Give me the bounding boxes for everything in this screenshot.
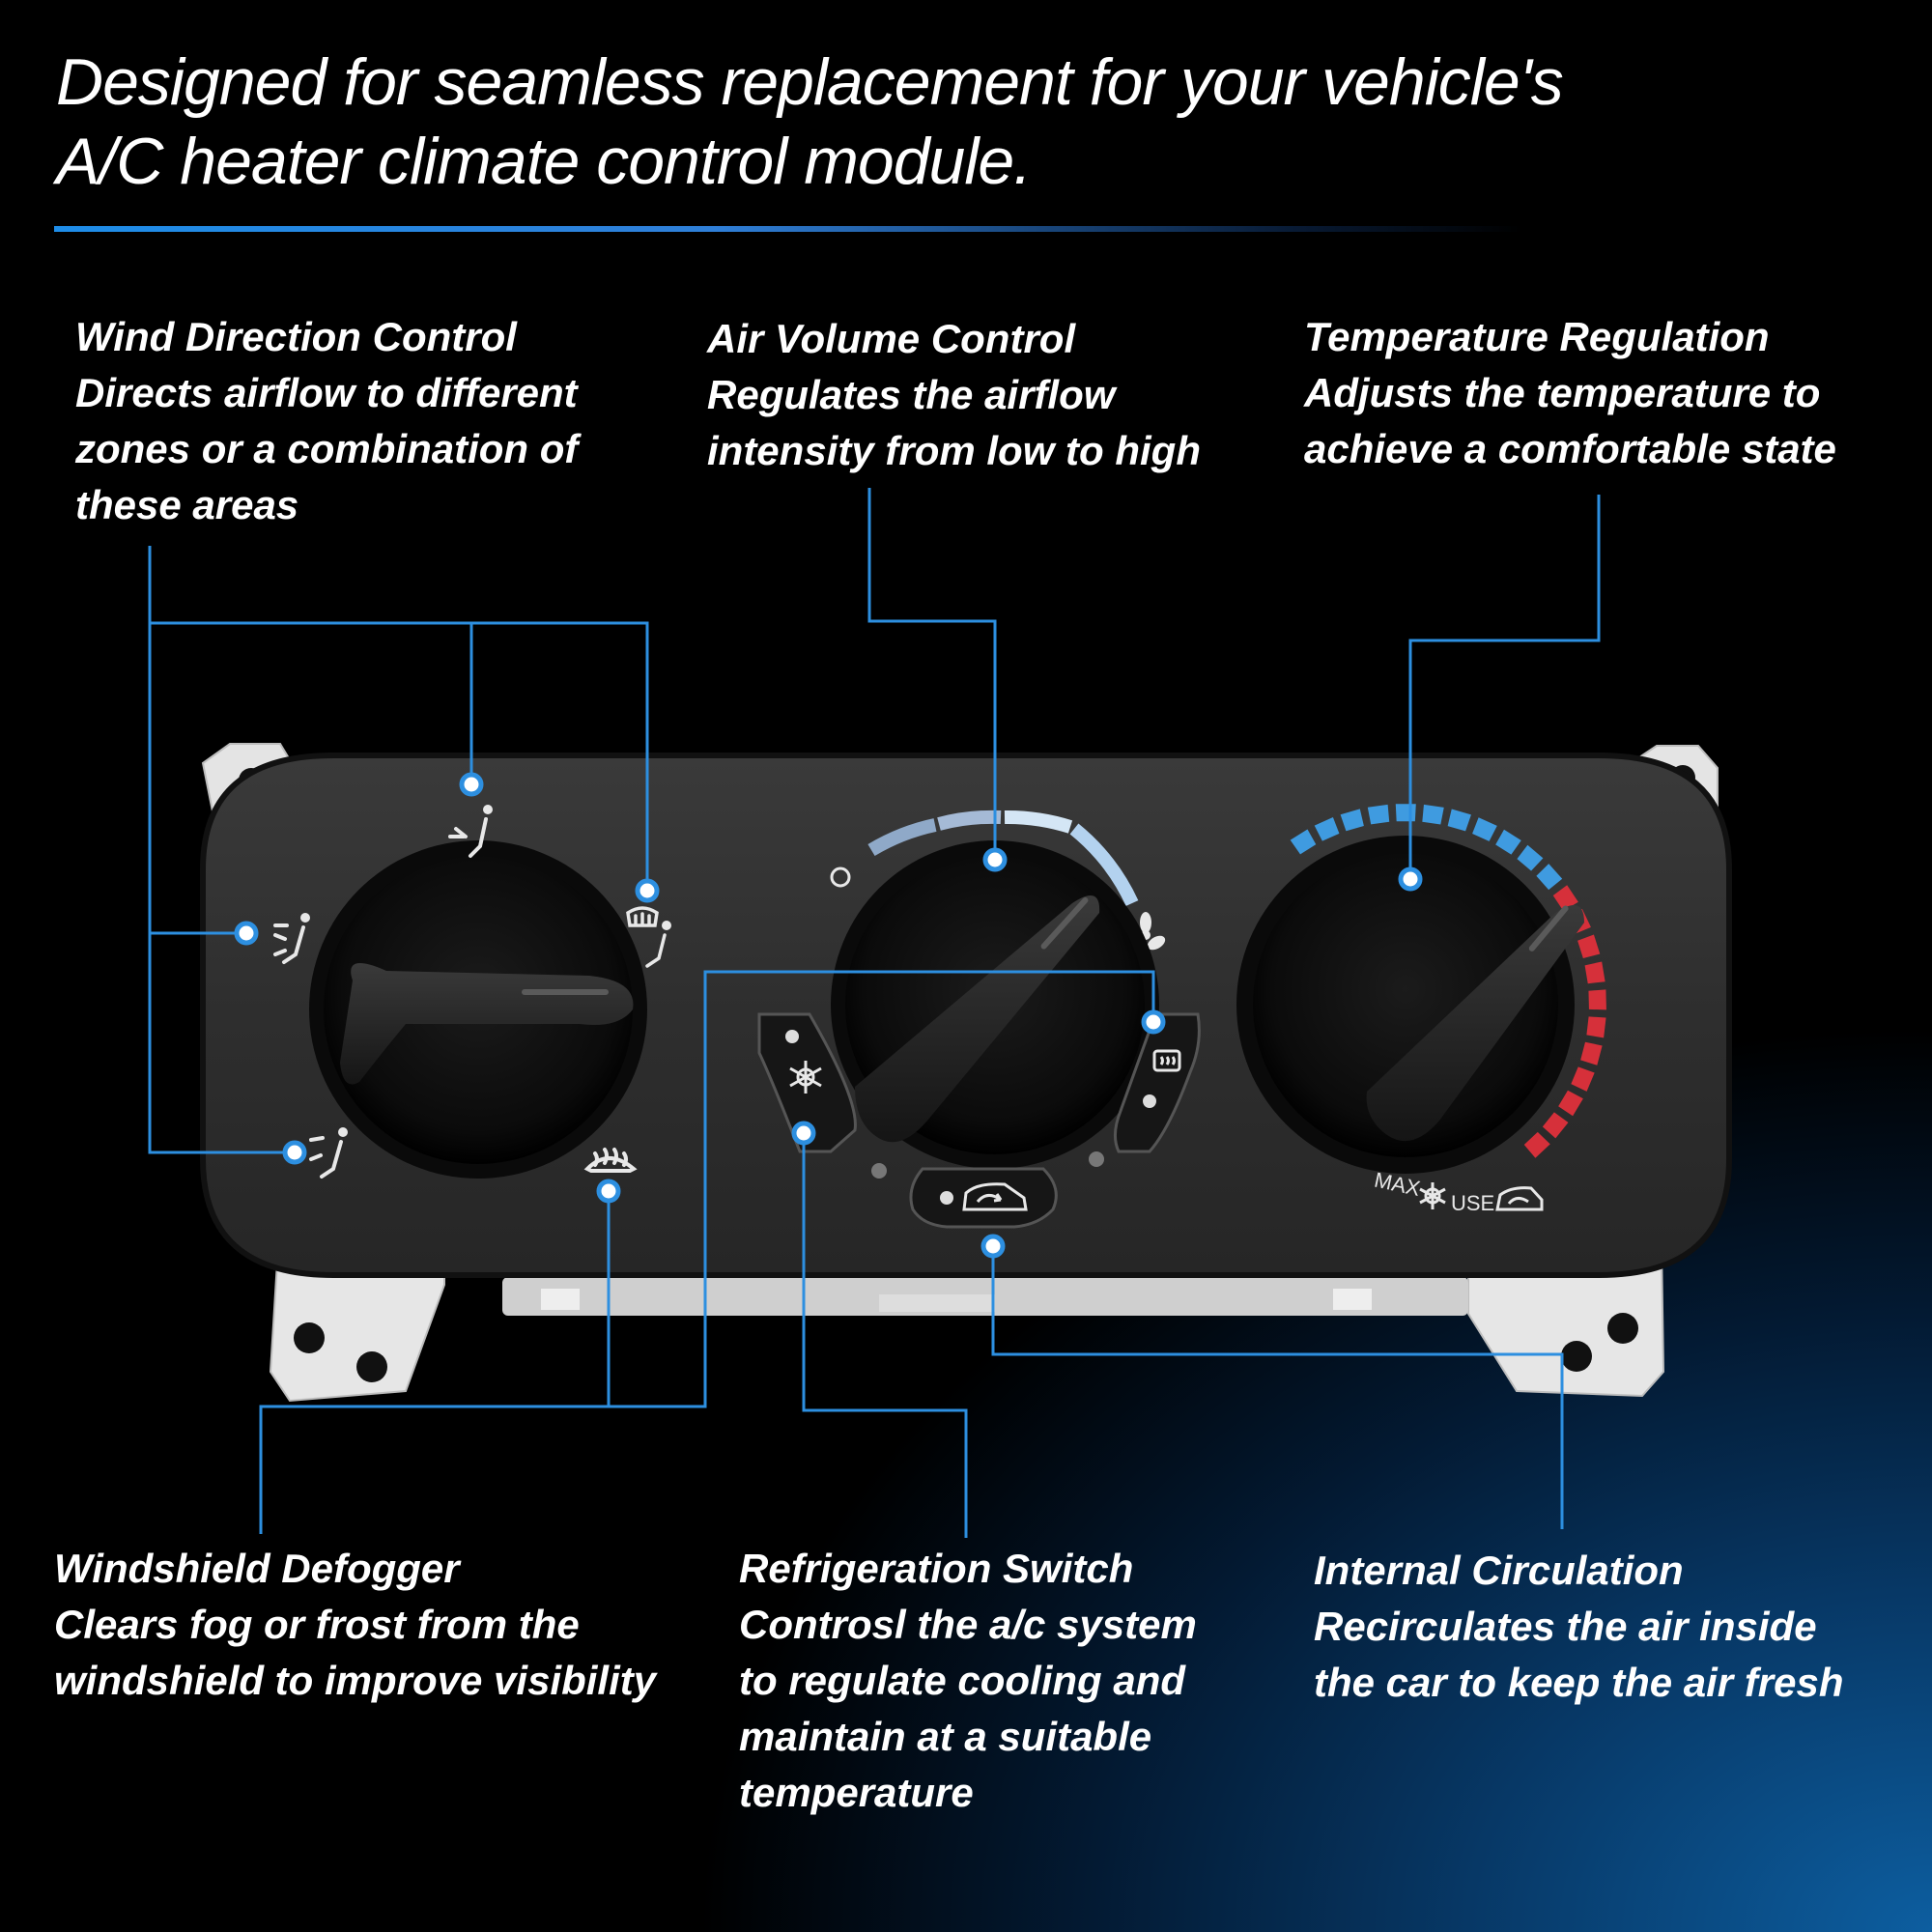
callout-line: achieve a comfortable state	[1304, 426, 1836, 471]
indicator-dot-left	[871, 1163, 887, 1179]
callout-title: Temperature Regulation	[1304, 314, 1770, 359]
temperature-segment-cold	[1536, 864, 1563, 891]
defrost-feet-vent-icon	[626, 906, 671, 968]
temperature-segment-cold	[1290, 829, 1317, 855]
callout-refrigeration-switch: Refrigeration Switch Controsl the a/c sy…	[739, 1541, 1197, 1821]
temperature-segment-hot	[1523, 1131, 1550, 1158]
recirculation-icon	[962, 1182, 1028, 1211]
callout-air-volume: Air Volume Control Regulates the airflow…	[707, 311, 1201, 479]
callout-title: Windshield Defogger	[54, 1546, 460, 1591]
windshield-defrost-icon	[583, 1148, 638, 1173]
callout-title: Air Volume Control	[707, 316, 1076, 361]
max-snowflake-icon	[1419, 1182, 1446, 1209]
temperature-segment-hot	[1586, 1016, 1606, 1038]
temperature-scale	[1290, 804, 1606, 1158]
temperature-segment-hot	[1588, 989, 1606, 1010]
callout-line: Clears fog or frost from the	[54, 1602, 580, 1647]
temperature-knob[interactable]	[1236, 836, 1584, 1174]
temperature-segment-cold	[1422, 804, 1444, 825]
callout-line: to regulate cooling and	[739, 1658, 1186, 1703]
callout-line: intensity from low to high	[707, 428, 1201, 473]
callout-title: Internal Circulation	[1314, 1548, 1684, 1593]
air-volume-knob[interactable]	[831, 840, 1159, 1169]
temperature-segment-hot	[1571, 1066, 1595, 1092]
headline-line-2: A/C heater climate control module.	[56, 125, 1032, 198]
callout-line: Recirculates the air inside	[1314, 1604, 1817, 1649]
callout-line: windshield to improve visibility	[54, 1658, 657, 1703]
temperature-segment-hot	[1542, 1112, 1569, 1139]
temperature-segment-cold	[1395, 804, 1416, 822]
temperature-segment-hot	[1577, 934, 1601, 959]
rear-defrost-button[interactable]	[1114, 1012, 1201, 1153]
callout-line: Regulates the airflow	[707, 372, 1116, 417]
callout-internal-circulation: Internal Circulation Recirculates the ai…	[1314, 1543, 1844, 1711]
headline-line-1: Designed for seamless replacement for yo…	[56, 45, 1564, 119]
temperature-segment-cold	[1495, 829, 1521, 855]
recirculation-button[interactable]	[909, 1167, 1058, 1229]
callout-title: Wind Direction Control	[75, 314, 517, 359]
temperature-segment-cold	[1367, 804, 1390, 825]
temperature-segment-hot	[1558, 1090, 1583, 1117]
temperature-segment-cold	[1472, 817, 1497, 841]
fan-speed-scale	[867, 810, 1139, 907]
callout-line: zones or a combination of	[75, 426, 579, 471]
fan-off-mark	[830, 867, 851, 888]
callout-line: the car to keep the air fresh	[1314, 1660, 1844, 1705]
rear-defrost-icon	[1152, 1049, 1181, 1072]
temperature-segment-hot	[1580, 1041, 1603, 1065]
face-feet-vent-icon	[273, 913, 310, 964]
use-label: USE	[1451, 1191, 1494, 1215]
feet-vent-icon	[309, 1127, 348, 1179]
headline: Designed for seamless replacement for yo…	[56, 43, 1891, 201]
temperature-segment-cold	[1517, 844, 1544, 871]
callout-wind-direction: Wind Direction Control Directs airflow t…	[75, 309, 578, 533]
callout-line: Adjusts the temperature to	[1304, 370, 1821, 415]
callout-temperature: Temperature Regulation Adjusts the tempe…	[1304, 309, 1836, 477]
callout-line: temperature	[739, 1770, 974, 1815]
temperature-segment-hot	[1584, 961, 1605, 984]
headline-underline	[54, 226, 1522, 232]
temperature-segment-cold	[1314, 817, 1340, 841]
callout-line: these areas	[75, 482, 299, 527]
wind-direction-knob[interactable]	[309, 840, 647, 1179]
face-vent-icon	[448, 805, 493, 858]
snowflake-icon	[789, 1061, 822, 1094]
callout-title: Refrigeration Switch	[739, 1546, 1134, 1591]
callout-line: Directs airflow to different	[75, 370, 578, 415]
callout-line: Controsl the a/c system	[739, 1602, 1197, 1647]
indicator-dot-right	[1089, 1151, 1104, 1167]
callout-windshield-defogger: Windshield Defogger Clears fog or frost …	[54, 1541, 656, 1709]
callout-lines	[148, 488, 1601, 1538]
temperature-segment-cold	[1340, 809, 1364, 832]
temperature-segment-cold	[1447, 809, 1471, 832]
callout-line: maintain at a suitable	[739, 1714, 1152, 1759]
temperature-segment-hot	[1552, 885, 1578, 911]
ac-button[interactable]	[757, 1012, 857, 1153]
use-recirculation-icon	[1495, 1186, 1544, 1211]
callout-dots	[234, 772, 1423, 1259]
